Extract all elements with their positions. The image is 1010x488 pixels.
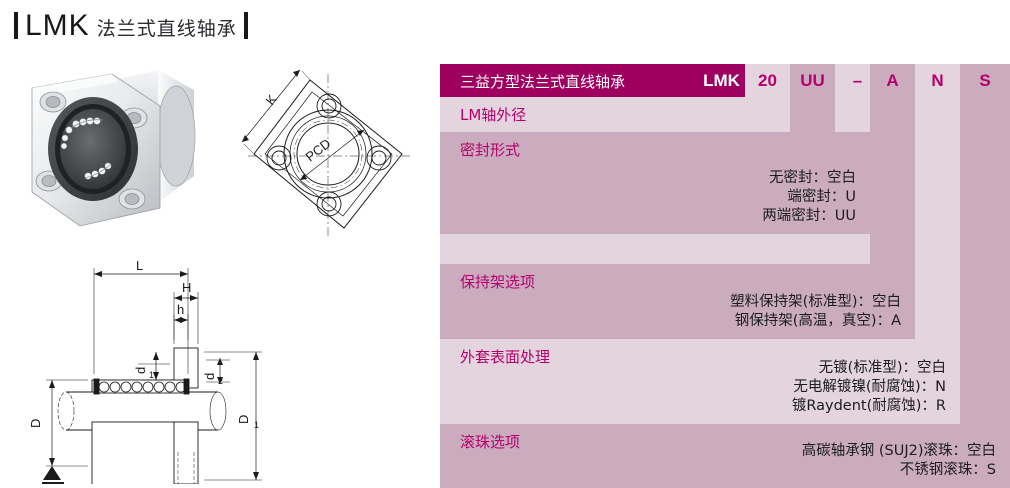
series-header-bar: [440, 64, 745, 97]
spec-option: 不锈钢滚珠：S: [899, 462, 996, 479]
illustration-panel: K PCD: [0, 52, 432, 488]
spec-row: [440, 339, 960, 424]
flange-front-view: K PCD: [241, 69, 410, 236]
spec-row-label: 滚珠选项: [460, 433, 521, 451]
svg-text:H: H: [182, 280, 191, 295]
svg-text:K: K: [263, 92, 280, 108]
spec-row-label: 外套表面处理: [460, 348, 551, 366]
code-segment-separator[interactable]: –: [852, 70, 863, 90]
spec-option: 高碳轴承钢 (SUJ2)滚珠：空白: [801, 443, 996, 459]
svg-text:D: D: [236, 415, 251, 424]
svg-text:h: h: [177, 302, 184, 317]
title-code: LMK: [25, 9, 90, 42]
code-segment-bore-size[interactable]: 20: [758, 70, 777, 90]
svg-text:L: L: [136, 258, 143, 273]
spec-row-label: LM轴外径: [460, 106, 527, 124]
bearing-3d-photo: [31, 70, 196, 227]
column-stripe: [960, 64, 1010, 488]
bearing-cross-section: L H h D D 1 d 1 d 2: [28, 258, 262, 484]
svg-text:d: d: [133, 367, 148, 374]
spec-row: [440, 132, 870, 234]
spec-option: 无电解镀镍(耐腐蚀)：N: [793, 379, 946, 396]
title-tick-right: [243, 12, 248, 39]
code-segment-ball-option[interactable]: S: [979, 70, 991, 90]
spec-row: [440, 97, 790, 132]
series-code-badge: LMK: [698, 64, 745, 97]
page-title: LMK 法兰式直线轴承: [14, 8, 248, 43]
title-chinese: 法兰式直线轴承: [96, 18, 237, 40]
spec-option: 塑料保持架(标准型)：空白: [730, 294, 901, 310]
spec-row-options: 高碳轴承钢 (SUJ2)滚珠：空白不锈钢滚珠：S: [802, 442, 996, 480]
spec-option: 无密封：空白: [769, 170, 856, 186]
series-label: 三益方型法兰式直线轴承: [460, 73, 626, 91]
spec-row: [440, 264, 915, 339]
svg-text:1: 1: [149, 370, 154, 380]
part-number-spec-table: 三益方型法兰式直线轴承 LMK 20 UU – A N S LM轴外径密封形式无密封：空白…: [440, 64, 1010, 488]
spec-option: 端密封：U: [787, 189, 856, 206]
svg-text:2: 2: [218, 376, 223, 386]
title-tick-left: [14, 12, 18, 39]
svg-text:PCD: PCD: [303, 136, 334, 165]
svg-text:D: D: [28, 419, 43, 428]
spec-row: [440, 234, 870, 264]
spec-row: [440, 424, 1010, 488]
spec-row-label: 密封形式: [460, 141, 521, 159]
code-segment-surface-treatment[interactable]: N: [931, 70, 944, 90]
spec-option: 两端密封：UU: [762, 208, 856, 225]
code-segment-seal-type[interactable]: UU: [800, 70, 825, 90]
svg-text:d: d: [202, 373, 217, 380]
code-segment-retainer-option[interactable]: A: [886, 70, 899, 90]
spec-row-options: 塑料保持架(标准型)：空白钢保持架(高温，真空)：A: [730, 293, 901, 331]
spec-option: 无镀(标准型)：空白: [818, 360, 946, 376]
spec-row-options: 无密封：空白端密封：U 两端密封：UU: [762, 169, 856, 226]
spec-row-label: 保持架选项: [460, 273, 536, 291]
spec-option: 钢保持架(高温，真空)：A: [734, 313, 901, 330]
svg-text:1: 1: [254, 420, 259, 430]
spec-row-options: 无镀(标准型)：空白无电解镀镍(耐腐蚀)：N 镀Raydent(耐腐蚀)：R: [792, 359, 946, 416]
spec-option: 镀Raydent(耐腐蚀)：R: [791, 398, 946, 415]
